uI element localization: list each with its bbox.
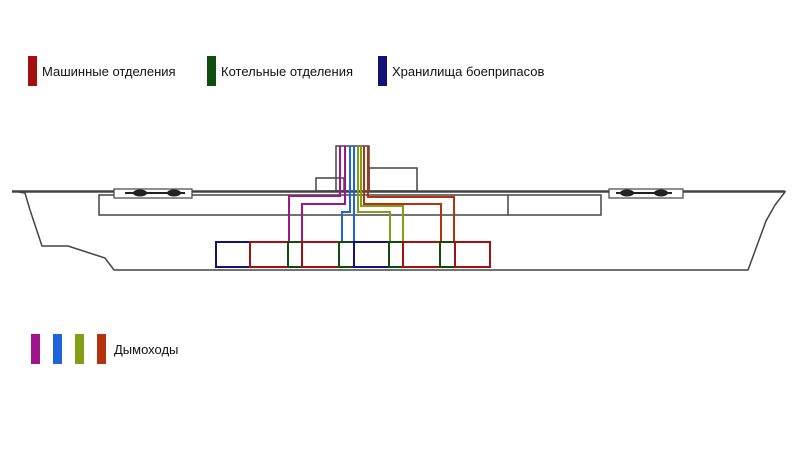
boiler-room-swatch [207, 56, 216, 86]
funnel-3b-uptake [360, 146, 404, 242]
magazine-forward [215, 241, 251, 268]
engine-room-2 [301, 241, 340, 268]
engine-room-4 [454, 241, 491, 268]
forward-turret [113, 188, 193, 199]
funnel-uptakes [288, 146, 455, 242]
hull-outline [11, 145, 787, 271]
legend-magazines: Хранилища боеприпасов [378, 56, 544, 86]
legend-funnels: Дымоходы [31, 334, 178, 364]
legend-engine-rooms-label: Машинные отделения [42, 63, 176, 79]
funnel-swatch-4 [97, 334, 106, 364]
funnel-4b-uptake [367, 146, 455, 242]
legend-magazines-label: Хранилища боеприпасов [392, 63, 545, 79]
magazine-mid [353, 241, 390, 268]
magazine-swatch [378, 56, 387, 86]
funnel-swatch-1 [31, 334, 40, 364]
hull [11, 190, 787, 271]
bridge-right [368, 167, 418, 192]
funnel-swatch-3 [75, 334, 84, 364]
funnel-swatch-2 [53, 334, 62, 364]
engine-room-swatch [28, 56, 37, 86]
boiler-room-3 [388, 241, 404, 268]
boiler-room-4 [439, 241, 456, 268]
legend-funnels-label: Дымоходы [114, 341, 179, 357]
boiler-room-1 [287, 241, 303, 268]
aft-turret [608, 188, 684, 199]
engine-room-3 [402, 241, 441, 268]
funnel-1-uptake [288, 146, 341, 242]
funnel-swatches [31, 334, 106, 364]
compartments [215, 241, 491, 268]
boiler-room-2 [338, 241, 355, 268]
funnel-3-uptake [357, 146, 391, 242]
legend-boiler-rooms: Котельные отделения [207, 56, 353, 86]
engine-room-1 [249, 241, 289, 268]
funnel-1b-uptake [301, 146, 346, 242]
legend-engine-rooms: Машинные отделения [28, 56, 176, 86]
funnel-4-uptake [363, 146, 442, 242]
funnel-2-uptake [341, 146, 351, 242]
legend-boiler-rooms-label: Котельные отделения [221, 63, 353, 79]
